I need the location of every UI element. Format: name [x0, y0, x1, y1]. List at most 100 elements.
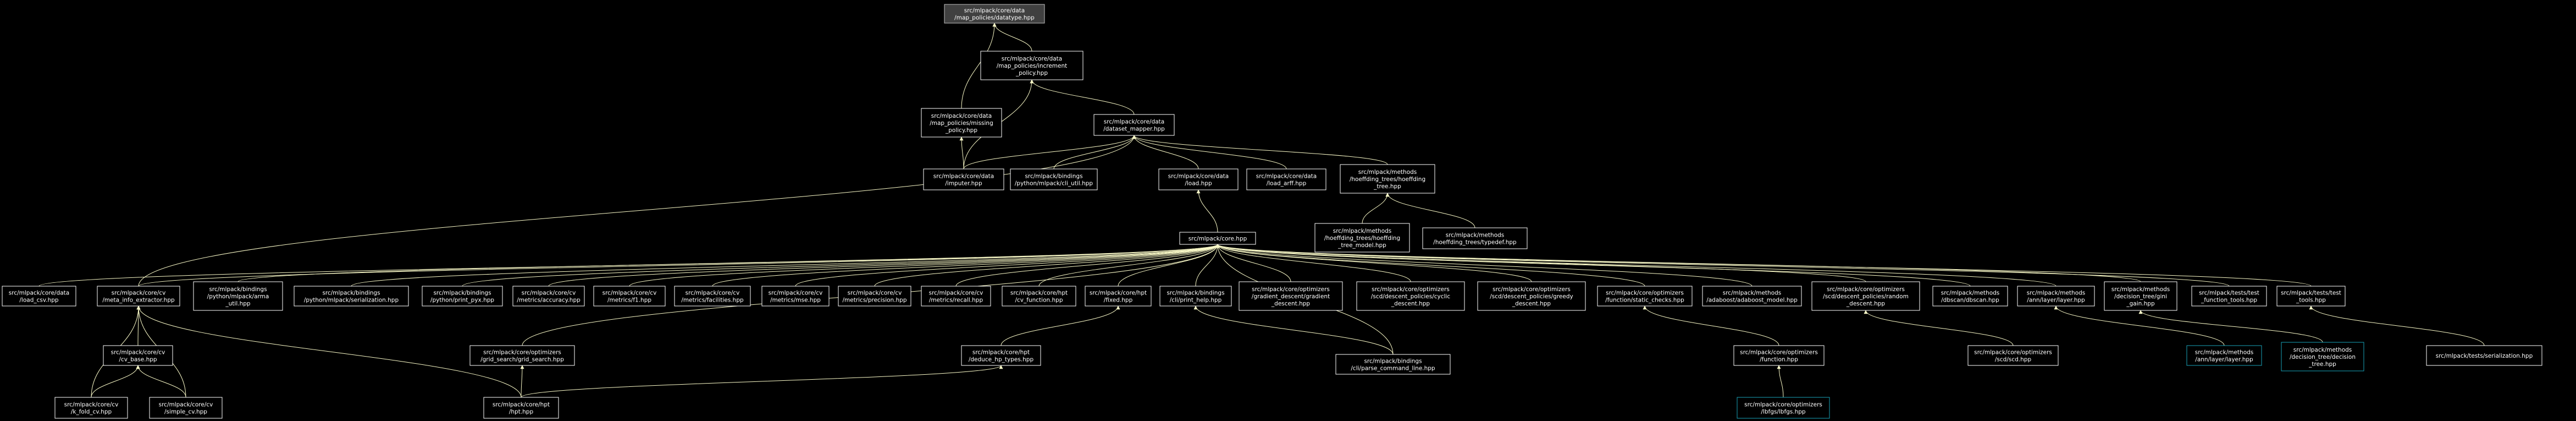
- node-dsmapper[interactable]: src/mlpack/core/data/dataset_mapper.hpp: [1093, 114, 1175, 136]
- node-core[interactable]: src/mlpack/core.hpp: [1179, 232, 1256, 245]
- node-label-line: src/mlpack/methods: [1723, 290, 1782, 297]
- node-box: [674, 286, 751, 307]
- node-loadcsv[interactable]: src/mlpack/core/data/load_csv.hpp: [2, 286, 76, 307]
- edge-arrow: [1215, 244, 1291, 282]
- node-label-line: /python/mlpack/cli_util.hpp: [1015, 181, 1093, 187]
- node-typedef[interactable]: src/mlpack/methods/hoeffding_trees/typed…: [1422, 227, 1528, 249]
- edge-arrow: [548, 244, 1220, 287]
- node-box: [593, 286, 666, 307]
- node-f1[interactable]: src/mlpack/core/cv/metrics/f1.hpp: [593, 286, 666, 307]
- node-label-line: src/mlpack/core/data: [1256, 173, 1317, 180]
- node-gridsearch[interactable]: src/mlpack/core/optimizers/grid_search/g…: [469, 345, 575, 366]
- node-label-line: src/mlpack/methods: [1446, 232, 1505, 239]
- node-staticchecks[interactable]: src/mlpack/core/optimizers/function/stat…: [1597, 286, 1693, 307]
- node-function[interactable]: src/mlpack/core/optimizers/function.hpp: [1733, 345, 1825, 366]
- node-cvbase[interactable]: src/mlpack/core/cv/cv_base.hpp: [103, 345, 173, 366]
- node-testtools[interactable]: src/mlpack/tests/test_tools.hpp: [2276, 286, 2346, 307]
- node-box: [1932, 286, 2008, 307]
- edge-arrow: [992, 23, 1032, 52]
- node-loadarff[interactable]: src/mlpack/core/data/load_arff.hpp: [1246, 168, 1326, 190]
- node-datatype[interactable]: src/mlpack/core/data/map_policies/dataty…: [944, 4, 1045, 24]
- node-parsecmd[interactable]: src/mlpack/bindings/cli/parse_command_li…: [1335, 354, 1451, 375]
- node-greedy[interactable]: src/mlpack/core/optimizers/scd/descent_p…: [1477, 281, 1586, 311]
- edge-arrow: [136, 305, 522, 398]
- node-label-line: _gain.hpp: [2126, 300, 2155, 307]
- node-box: [1158, 168, 1239, 190]
- node-label-line: src/mlpack/core/hpt: [493, 402, 550, 408]
- node-deducehp[interactable]: src/mlpack/core/hpt/deduce_hp_types.hpp: [961, 345, 1041, 366]
- node-missing[interactable]: src/mlpack/core/data/map_policies/missin…: [921, 108, 1002, 138]
- node-box: [1239, 281, 1343, 311]
- node-box: [1597, 286, 1693, 307]
- node-simple[interactable]: src/mlpack/core/cv/simple_cv.hpp: [149, 397, 223, 419]
- nodes-layer: src/mlpack/core/data/map_policies/dataty…: [2, 4, 2542, 419]
- node-box: [97, 286, 180, 307]
- node-load[interactable]: src/mlpack/core/data/load.hpp: [1158, 168, 1239, 190]
- node-precision[interactable]: src/mlpack/core/cv/metrics/precision.hpp: [838, 286, 911, 307]
- node-scd[interactable]: src/mlpack/core/optimizers/scd/scd.hpp: [1967, 345, 2059, 366]
- node-label-line: /metrics/mse.hpp: [770, 297, 821, 304]
- node-lbfgs[interactable]: src/mlpack/core/optimizers/lbfgs/lbfgs.h…: [1737, 397, 1830, 419]
- node-metainfo[interactable]: src/mlpack/core/cv/meta_info_extractor.h…: [97, 286, 180, 307]
- node-cvfunction[interactable]: src/mlpack/core/hpt/cv_function.hpp: [1002, 286, 1076, 307]
- node-adaboost[interactable]: src/mlpack/methods/adaboost/adaboost_mod…: [1702, 286, 1802, 307]
- node-recall[interactable]: src/mlpack/core/cv/metrics/recall.hpp: [921, 286, 991, 307]
- node-dtree[interactable]: src/mlpack/methods/decision_tree/decisio…: [2281, 342, 2364, 371]
- node-random[interactable]: src/mlpack/core/optimizers/scd/descent_p…: [1811, 281, 1920, 311]
- edge-arrow: [712, 244, 1220, 287]
- node-label-line: /python/mlpack/serialization.hpp: [304, 297, 399, 304]
- node-printpyx[interactable]: src/mlpack/bindings/python/print_pyx.hpp: [422, 286, 503, 307]
- edge-arrow: [1000, 305, 1120, 346]
- node-box: [961, 345, 1041, 366]
- node-label-line: /metrics/facilities.hpp: [681, 297, 744, 304]
- node-fixed[interactable]: src/mlpack/core/hpt/fixed.hpp: [1085, 286, 1152, 307]
- edges-layer: [38, 23, 2485, 398]
- node-dtgain[interactable]: src/mlpack/methods/decision_tree/gini_ga…: [2104, 281, 2177, 311]
- node-box: [294, 286, 409, 307]
- node-label-line: _tree_model.hpp: [1337, 242, 1386, 249]
- node-label-line: /cv_base.hpp: [119, 357, 157, 363]
- node-increment[interactable]: src/mlpack/core/data/map_policies/increm…: [980, 51, 1084, 80]
- node-layerfwd[interactable]: src/mlpack/methods/ann/layer/layer.hpp: [2186, 345, 2262, 366]
- node-label-line: _descent.hpp: [1846, 300, 1886, 307]
- node-testser[interactable]: src/mlpack/tests/serialization.hpp: [2426, 345, 2542, 366]
- node-serialization[interactable]: src/mlpack/bindings/python/mlpack/serial…: [294, 286, 409, 307]
- node-hoefftreemodel[interactable]: src/mlpack/methods/hoeffding_trees/hoeff…: [1314, 223, 1410, 253]
- node-mse[interactable]: src/mlpack/core/cv/metrics/mse.hpp: [761, 286, 830, 307]
- node-box: [1335, 354, 1451, 375]
- node-label-line: /map_policies/increment: [997, 63, 1068, 69]
- edge-arrow: [1132, 135, 1388, 165]
- node-label-line: src/mlpack/tests/test: [2199, 290, 2259, 297]
- node-hpt[interactable]: src/mlpack/core/hpt/hpt.hpp: [483, 397, 559, 419]
- node-hoefftree[interactable]: src/mlpack/methods/hoeffding_trees/hoeff…: [1340, 164, 1435, 194]
- node-testfunc[interactable]: src/mlpack/tests/test_function_tools.hpp: [2191, 286, 2267, 307]
- node-layer[interactable]: src/mlpack/methods/ann/layer/layer.hpp: [2017, 286, 2095, 307]
- edge-arrow: [1215, 244, 1645, 287]
- node-cliutil[interactable]: src/mlpack/bindings/python/mlpack/cli_ut…: [1010, 168, 1098, 190]
- node-facilities[interactable]: src/mlpack/core/cv/metrics/facilities.hp…: [674, 286, 751, 307]
- node-cyclic[interactable]: src/mlpack/core/optimizers/scd/descent_p…: [1356, 281, 1465, 311]
- node-label-line: /cli/print_help.hpp: [1170, 297, 1222, 304]
- node-label-line: /simple_cv.hpp: [164, 409, 207, 415]
- node-box: [1702, 286, 1802, 307]
- node-label-line: /load.hpp: [1185, 181, 1212, 187]
- node-dbscan[interactable]: src/mlpack/methods/dbscan/dbscan.hpp: [1932, 286, 2008, 307]
- node-label-line: src/mlpack/core/optimizers: [1974, 349, 2052, 356]
- node-label-line: /grid_search/grid_search.hpp: [480, 357, 564, 363]
- node-label-line: src/mlpack/core/data: [1104, 119, 1164, 125]
- node-printhelp[interactable]: src/mlpack/bindings/cli/print_help.hpp: [1159, 286, 1232, 307]
- node-armautil[interactable]: src/mlpack/bindings/python/mlpack/arma_u…: [193, 281, 283, 311]
- node-label-line: /fixed.hpp: [1104, 297, 1133, 304]
- node-label-line: _descent.hpp: [1391, 300, 1430, 307]
- node-accuracy[interactable]: src/mlpack/core/cv/metrics/accuracy.hpp: [512, 286, 585, 307]
- node-kfold[interactable]: src/mlpack/core/cv/k_fold_cv.hpp: [54, 397, 128, 419]
- node-label-line: /load_arff.hpp: [1267, 181, 1307, 187]
- node-gradient[interactable]: src/mlpack/core/optimizers/gradient_desc…: [1239, 281, 1343, 311]
- node-box: [2104, 281, 2177, 311]
- node-label-line: /metrics/precision.hpp: [842, 297, 906, 304]
- node-label-line: /function/static_checks.hpp: [1605, 297, 1684, 304]
- edge-arrow: [237, 244, 1220, 282]
- node-label-line: _policy.hpp: [945, 127, 977, 134]
- node-imputer[interactable]: src/mlpack/core/data/imputer.hpp: [923, 168, 1004, 190]
